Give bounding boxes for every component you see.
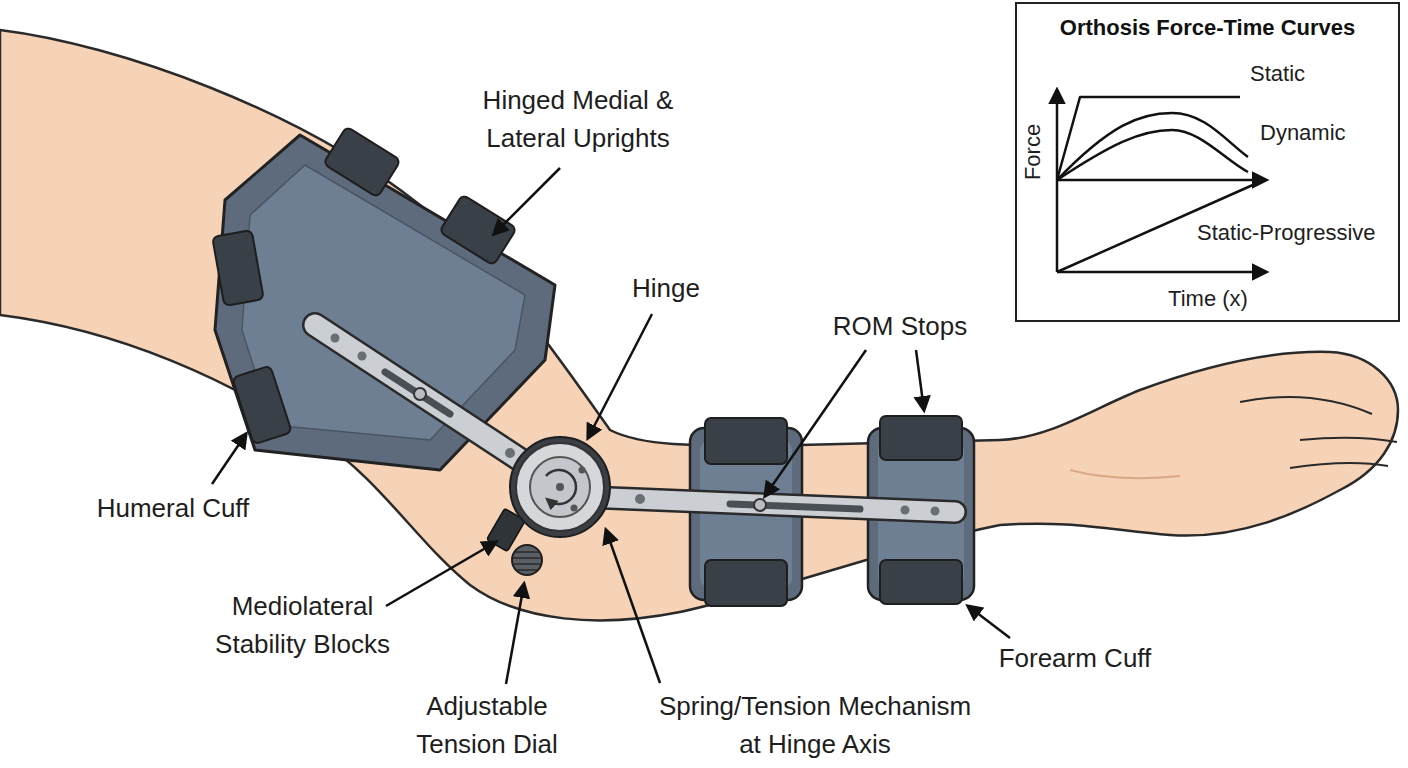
part-label: Hinged Medial & Lateral Uprights <box>463 82 693 157</box>
leader-arrow <box>916 350 924 410</box>
axis-label: Force <box>1017 112 1049 192</box>
cuff-strap <box>232 366 292 445</box>
axis-label: Time (x) <box>1148 283 1268 315</box>
hinge-plate <box>516 443 604 531</box>
upright-slot <box>730 504 860 509</box>
part-label: Spring/Tension Mechanism at Hinge Axis <box>650 688 980 763</box>
part-label: Mediolateral Stability Blocks <box>195 588 410 663</box>
rivet-hole <box>358 352 367 361</box>
leader-arrow <box>588 314 652 438</box>
leader-arrow <box>968 606 1010 638</box>
rivet-hole <box>931 507 940 516</box>
panel-title: Orthosis Force-Time Curves <box>1025 14 1390 42</box>
time-axis <box>1057 271 1266 274</box>
cuff-strap <box>212 230 264 306</box>
part-label: Humeral Cuff <box>78 490 268 528</box>
rom-stop-pin <box>754 499 766 511</box>
tension-dial <box>512 545 542 575</box>
leader-arrow <box>506 584 524 684</box>
curve-label: Dynamic <box>1260 117 1370 149</box>
curve-label: Static-Progressive <box>1197 217 1395 249</box>
curve-label: Static <box>1250 58 1330 90</box>
rivet-hole <box>505 448 515 458</box>
dynamic-curve <box>1057 113 1248 180</box>
part-label: Adjustable Tension Dial <box>402 688 572 763</box>
arm-outline <box>0 30 1398 620</box>
cuff-strap <box>323 126 401 197</box>
upright-slot <box>385 372 450 414</box>
leader-arrow <box>494 168 560 234</box>
part-label: Forearm Cuff <box>985 640 1165 678</box>
cuff-strap <box>880 560 962 604</box>
cuff-strap <box>705 418 787 464</box>
cuff-strap <box>705 560 787 606</box>
dynamic-curve <box>1057 130 1248 180</box>
leader-arrow <box>212 434 246 484</box>
hinge-ring <box>510 437 610 537</box>
hinge-axis <box>556 483 564 491</box>
part-label: Hinge <box>616 270 716 308</box>
part-label: ROM Stops <box>824 308 976 346</box>
rivet-hole <box>571 505 578 512</box>
rivet-hole <box>331 334 340 343</box>
thumb-line <box>1240 397 1372 414</box>
rivet-hole <box>579 467 586 474</box>
dial-knurl <box>513 552 541 570</box>
leader-arrow <box>765 350 866 496</box>
tension-mechanism <box>530 457 590 517</box>
rivet-hole <box>901 506 910 515</box>
chart-ground <box>1016 3 1399 321</box>
rivet-hole <box>635 494 645 504</box>
leader-arrow <box>386 542 496 606</box>
upright-bar-outline <box>315 325 548 478</box>
chart-panel: Orthosis Force-Time Curves <box>1015 2 1400 322</box>
static-curve <box>1057 97 1240 180</box>
wrist-crease <box>1070 470 1180 478</box>
finger-line <box>1290 463 1388 468</box>
medial-lateral-upright <box>315 325 548 478</box>
slot-pin <box>414 388 426 400</box>
cuff-strap <box>880 416 962 460</box>
leader-arrow <box>606 530 660 683</box>
rotation-arrow <box>546 470 576 504</box>
cuff-padding <box>242 165 525 440</box>
finger-line <box>1300 438 1397 442</box>
cuff-strap <box>439 194 517 265</box>
time-axis <box>1057 179 1266 182</box>
